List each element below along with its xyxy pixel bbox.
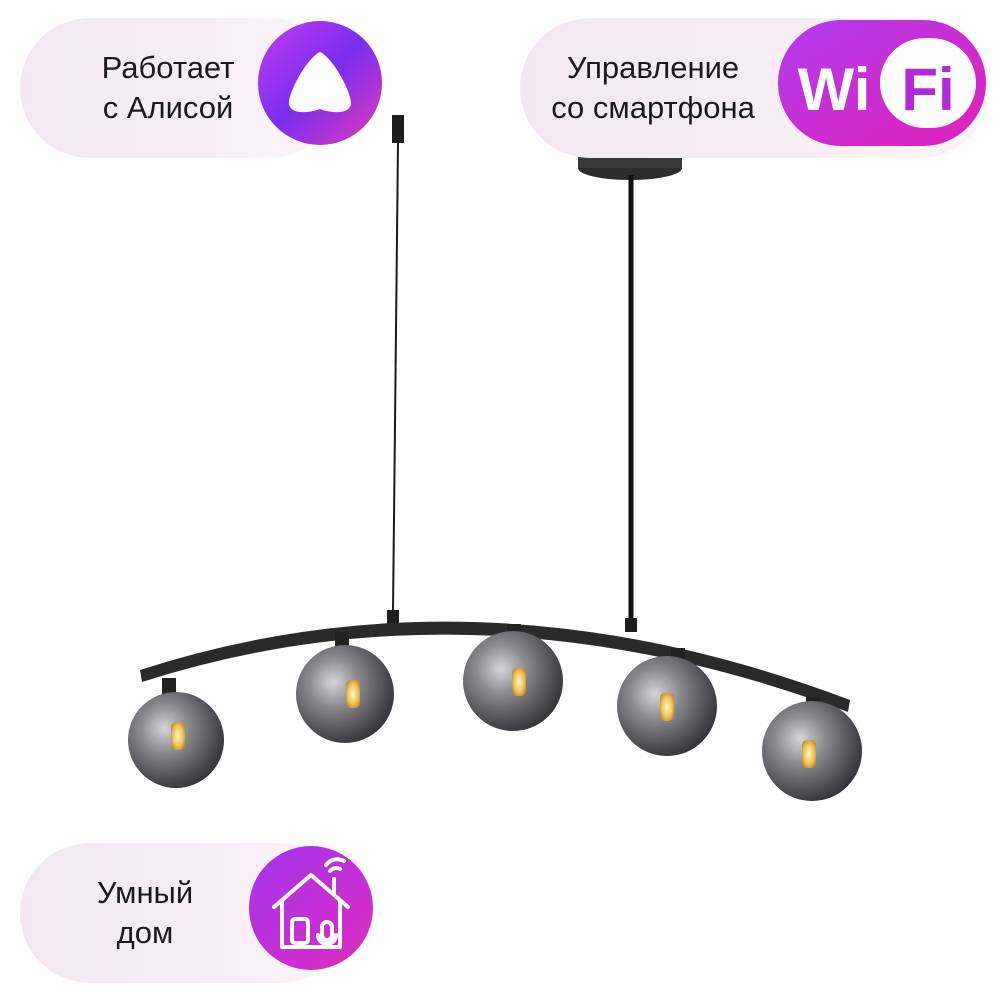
smartphone-control-line1: Управление <box>566 50 740 85</box>
shade-1 <box>128 678 224 788</box>
smart-home-line1: Умный <box>96 875 194 910</box>
alice-badge-line1: Работает <box>101 50 235 85</box>
smartphone-control-text: Управление со смартфона <box>528 48 778 128</box>
ceiling-mount-small <box>392 115 404 143</box>
shade-3 <box>463 624 563 731</box>
smart-home-line2: дом <box>116 915 174 950</box>
alice-voice-assistant-icon <box>258 21 382 145</box>
shade-2 <box>296 632 394 743</box>
smart-home-icon <box>249 846 373 970</box>
wifi-icon: Wi Fi <box>778 20 986 146</box>
shade-4 <box>617 648 717 756</box>
suspension-cable-left <box>392 142 399 613</box>
wifi-logo-left: Wi <box>798 56 871 123</box>
curved-bar <box>140 621 850 712</box>
alice-badge-text: Работает с Алисой <box>68 48 268 128</box>
shade-5 <box>762 697 862 801</box>
smart-home-text: Умный дом <box>70 873 220 953</box>
smartphone-control-line2: со смартфона <box>551 90 755 125</box>
wifi-logo-right: Fi <box>901 56 954 123</box>
alice-badge-line2: с Алисой <box>102 90 234 125</box>
